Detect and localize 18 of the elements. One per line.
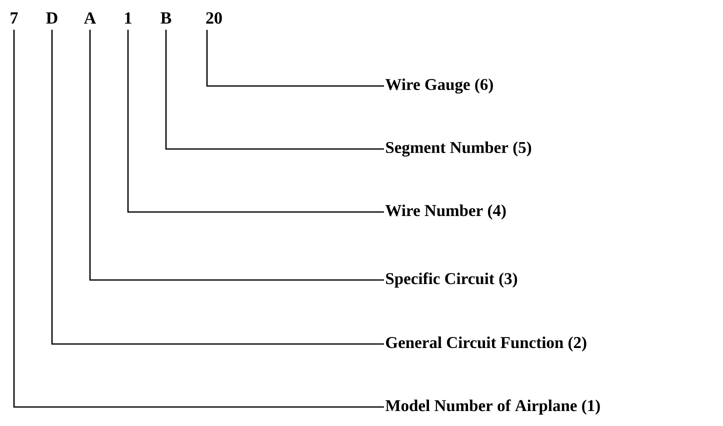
field-description: Wire Gauge (6) [385, 78, 493, 94]
leader-line [206, 30, 384, 87]
field-description: Specific Circuit (3) [386, 272, 518, 288]
leader-line [51, 30, 384, 345]
field-description: Segment Number (5) [386, 141, 532, 157]
code-character: 7 [10, 12, 18, 24]
field-description: General Circuit Function (2) [386, 336, 586, 352]
field-description: Model Number of Airplane (1) [385, 399, 600, 415]
field-description: Wire Number (4) [385, 204, 506, 220]
code-character: 20 [206, 12, 222, 24]
code-character: A [84, 12, 96, 24]
code-character: B [160, 12, 172, 24]
leader-line [165, 30, 384, 150]
leader-line [13, 30, 384, 408]
leader-line [127, 30, 384, 213]
leader-line [89, 30, 384, 281]
code-character: 1 [125, 12, 132, 24]
code-character: D [46, 12, 58, 24]
